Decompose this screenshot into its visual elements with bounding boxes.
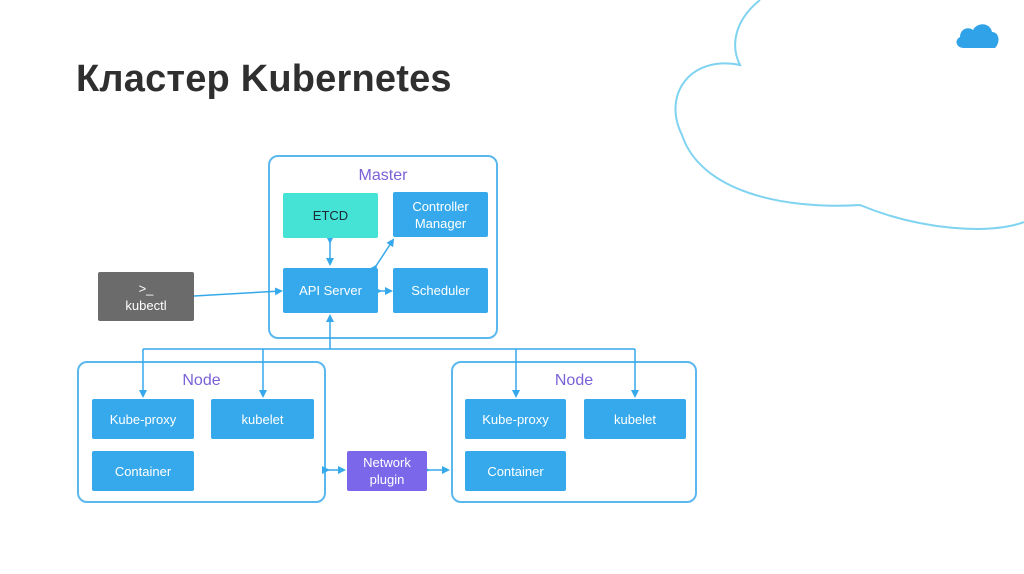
container-box-right: Container [465,451,566,491]
kubectl-box: >_ kubectl [98,272,194,321]
cloud-icon [956,24,999,48]
kubectl-label: kubectl [125,297,167,313]
kube-proxy-box-right: Kube-proxy [465,399,566,439]
master-label: Master [358,167,408,184]
kubectl-api-connector [193,287,283,297]
kube-proxy-box-left: Kube-proxy [92,399,194,439]
terminal-icon: >_ [138,280,154,296]
node-right-label: Node [554,372,594,389]
kubelet-box-right: kubelet [584,399,686,439]
node-left-label: Node [182,372,221,389]
api-controller-connector [369,238,395,274]
slide-title: Кластер Kubernetes [76,58,452,100]
controller-manager-line2: Manager [414,215,467,231]
network-plugin-line1: Network [363,455,411,470]
kubelet-box-left: kubelet [211,399,314,439]
controller-manager-line1: Controller [412,198,469,214]
container-box-left: Container [92,451,194,491]
scheduler-box: Scheduler [393,268,488,313]
controller-manager-box: Controller Manager [393,192,488,237]
network-plugin-box: Network plugin [347,451,427,491]
api-server-box: API Server [283,268,378,313]
etcd-box: ETCD [283,193,378,238]
network-plugin-line2: plugin [369,472,405,487]
